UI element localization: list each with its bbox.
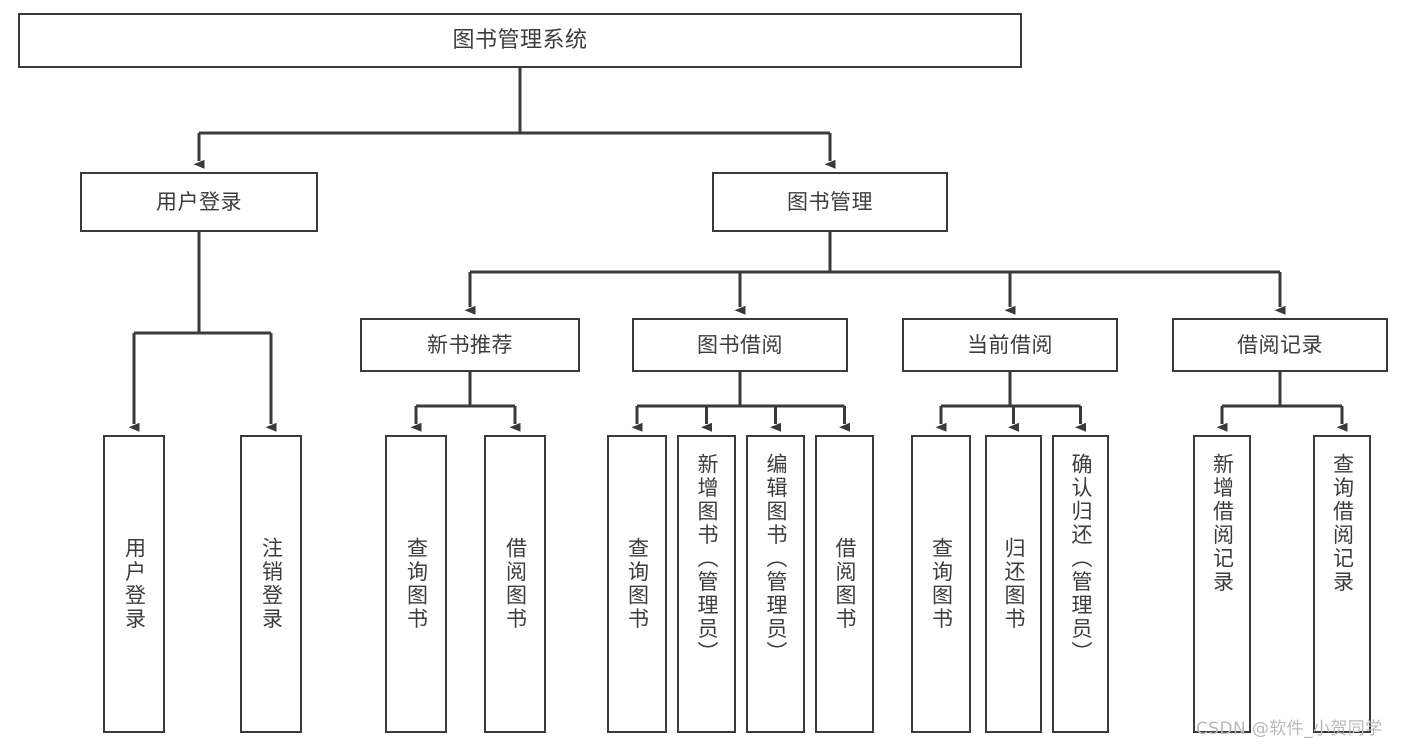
node-root[interactable]: 图书管理系统 <box>18 13 1022 68</box>
node-label-leaf-query-rec: 查询借阅记录 <box>1330 453 1355 594</box>
node-label-new-book-rec: 新书推荐 <box>427 332 513 357</box>
node-leaf-borrow-1[interactable]: 借阅图书 <box>484 435 546 733</box>
node-current-borrow[interactable]: 当前借阅 <box>902 318 1118 372</box>
node-leaf-query-3[interactable]: 查询图书 <box>911 435 971 733</box>
node-label-root: 图书管理系统 <box>452 27 588 53</box>
node-leaf-confirm[interactable]: 确认归还（管理员） <box>1052 435 1109 733</box>
node-label-leaf-confirm: 确认归还（管理员） <box>1069 453 1093 665</box>
node-label-current-borrow: 当前借阅 <box>967 332 1053 357</box>
node-label-leaf-query-3: 查询图书 <box>929 537 954 631</box>
node-label-leaf-edit-book: 编辑图书（管理员） <box>764 453 788 665</box>
node-leaf-add-book[interactable]: 新增图书（管理员） <box>677 435 736 733</box>
node-new-book-rec[interactable]: 新书推荐 <box>360 318 580 372</box>
node-label-book-borrow: 图书借阅 <box>697 332 783 357</box>
node-label-book-manage: 图书管理 <box>787 189 873 214</box>
node-label-leaf-user-login: 用户登录 <box>122 537 147 631</box>
node-label-leaf-logout: 注销登录 <box>259 537 284 631</box>
node-label-leaf-borrow-2: 借阅图书 <box>833 537 857 631</box>
node-leaf-borrow-2[interactable]: 借阅图书 <box>815 435 874 733</box>
node-user-login[interactable]: 用户登录 <box>80 172 318 232</box>
node-leaf-query-rec[interactable]: 查询借阅记录 <box>1313 435 1371 733</box>
node-label-borrow-record: 借阅记录 <box>1237 332 1323 357</box>
node-book-borrow[interactable]: 图书借阅 <box>632 318 848 372</box>
node-leaf-logout[interactable]: 注销登录 <box>240 435 302 733</box>
node-label-leaf-return: 归还图书 <box>1002 537 1026 631</box>
node-book-manage[interactable]: 图书管理 <box>712 172 948 232</box>
csdn-watermark: CSDN @软件_小贺同学 <box>1196 719 1383 739</box>
node-label-leaf-borrow-1: 借阅图书 <box>503 537 528 631</box>
node-leaf-return[interactable]: 归还图书 <box>985 435 1042 733</box>
node-label-leaf-add-rec: 新增借阅记录 <box>1210 453 1235 594</box>
node-leaf-edit-book[interactable]: 编辑图书（管理员） <box>746 435 805 733</box>
node-label-leaf-add-book: 新增图书（管理员） <box>695 453 719 665</box>
node-label-user-login: 用户登录 <box>156 189 242 214</box>
node-label-leaf-query-2: 查询图书 <box>625 537 650 631</box>
node-label-leaf-query-1: 查询图书 <box>404 537 429 631</box>
node-leaf-add-rec[interactable]: 新增借阅记录 <box>1193 435 1251 733</box>
node-leaf-query-2[interactable]: 查询图书 <box>607 435 667 733</box>
node-leaf-user-login[interactable]: 用户登录 <box>103 435 165 733</box>
node-borrow-record[interactable]: 借阅记录 <box>1172 318 1388 372</box>
node-leaf-query-1[interactable]: 查询图书 <box>385 435 447 733</box>
